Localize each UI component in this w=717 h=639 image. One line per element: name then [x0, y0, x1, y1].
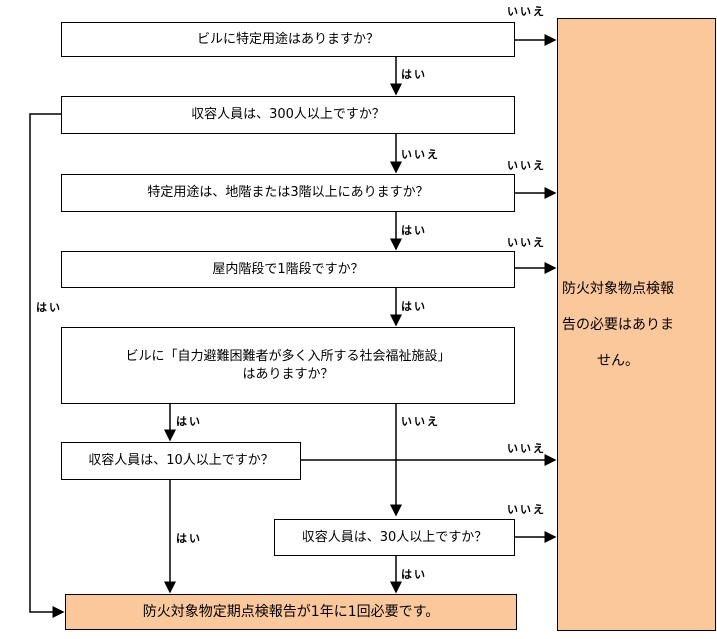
label-q2-no: いいえ: [401, 148, 440, 161]
question-occupancy-300-text: 収容人員は、300人以上ですか？: [191, 107, 385, 123]
question-single-stairs-text: 屋内階段で1階段ですか？: [212, 261, 364, 277]
label-q1-no: いいえ: [507, 5, 546, 18]
result-inspection-not-required: 防火対象物点検報 告の必要はありま せん。: [557, 18, 716, 631]
question-occupancy-30-text: 収容人員は、30人以上ですか？: [301, 529, 488, 545]
label-q5-no: いいえ: [401, 415, 440, 428]
question-single-stairs: 屋内階段で1階段ですか？: [61, 251, 515, 288]
question-welfare-facility-line1: ビルに「自力避難困難者が多く入所する社会福祉施設」: [125, 348, 451, 364]
label-q6-yes: はい: [176, 532, 202, 545]
question-basement-or-3f: 特定用途は、地階または3階以上にありますか？: [61, 174, 515, 212]
question-specific-use-text: ビルに特定用途はありますか？: [196, 31, 379, 47]
question-occupancy-30: 収容人員は、30人以上ですか？: [274, 519, 515, 556]
label-q4-no: いいえ: [507, 236, 546, 249]
result-not-required-line2: 告の必要はありま: [562, 317, 674, 333]
label-q3-no: いいえ: [507, 159, 546, 172]
result-inspection-required: 防火対象物定期点検報告が1年に1回必要です。: [65, 594, 517, 630]
result-not-required-text: 防火対象物点検報 告の必要はありま せん。: [562, 271, 674, 379]
label-q7-yes: はい: [401, 568, 427, 581]
question-basement-or-3f-text: 特定用途は、地階または3階以上にありますか？: [147, 185, 429, 201]
question-welfare-facility: ビルに「自力避難困難者が多く入所する社会福祉施設」 はありますか？: [61, 327, 515, 404]
label-q3-yes: はい: [401, 224, 427, 237]
label-q1-yes: はい: [401, 68, 427, 81]
label-q6-no: いいえ: [507, 442, 546, 455]
label-q2-yes: はい: [36, 301, 62, 314]
question-occupancy-300: 収容人員は、300人以上ですか？: [61, 96, 515, 134]
label-q5-yes: はい: [176, 415, 202, 428]
question-occupancy-10-text: 収容人員は、10人以上ですか？: [88, 453, 274, 469]
question-welfare-facility-line2: はありますか？: [242, 366, 334, 382]
result-not-required-line1: 防火対象物点検報: [562, 281, 674, 297]
label-q7-no: いいえ: [507, 503, 546, 516]
question-occupancy-10: 収容人員は、10人以上ですか？: [61, 442, 301, 480]
result-inspection-required-text: 防火対象物定期点検報告が1年に1回必要です。: [142, 603, 440, 620]
question-specific-use: ビルに特定用途はありますか？: [61, 22, 515, 57]
arrow-q2-yes: [29, 113, 65, 618]
result-not-required-line3: せん。: [597, 353, 639, 369]
label-q4-yes: はい: [401, 300, 427, 313]
